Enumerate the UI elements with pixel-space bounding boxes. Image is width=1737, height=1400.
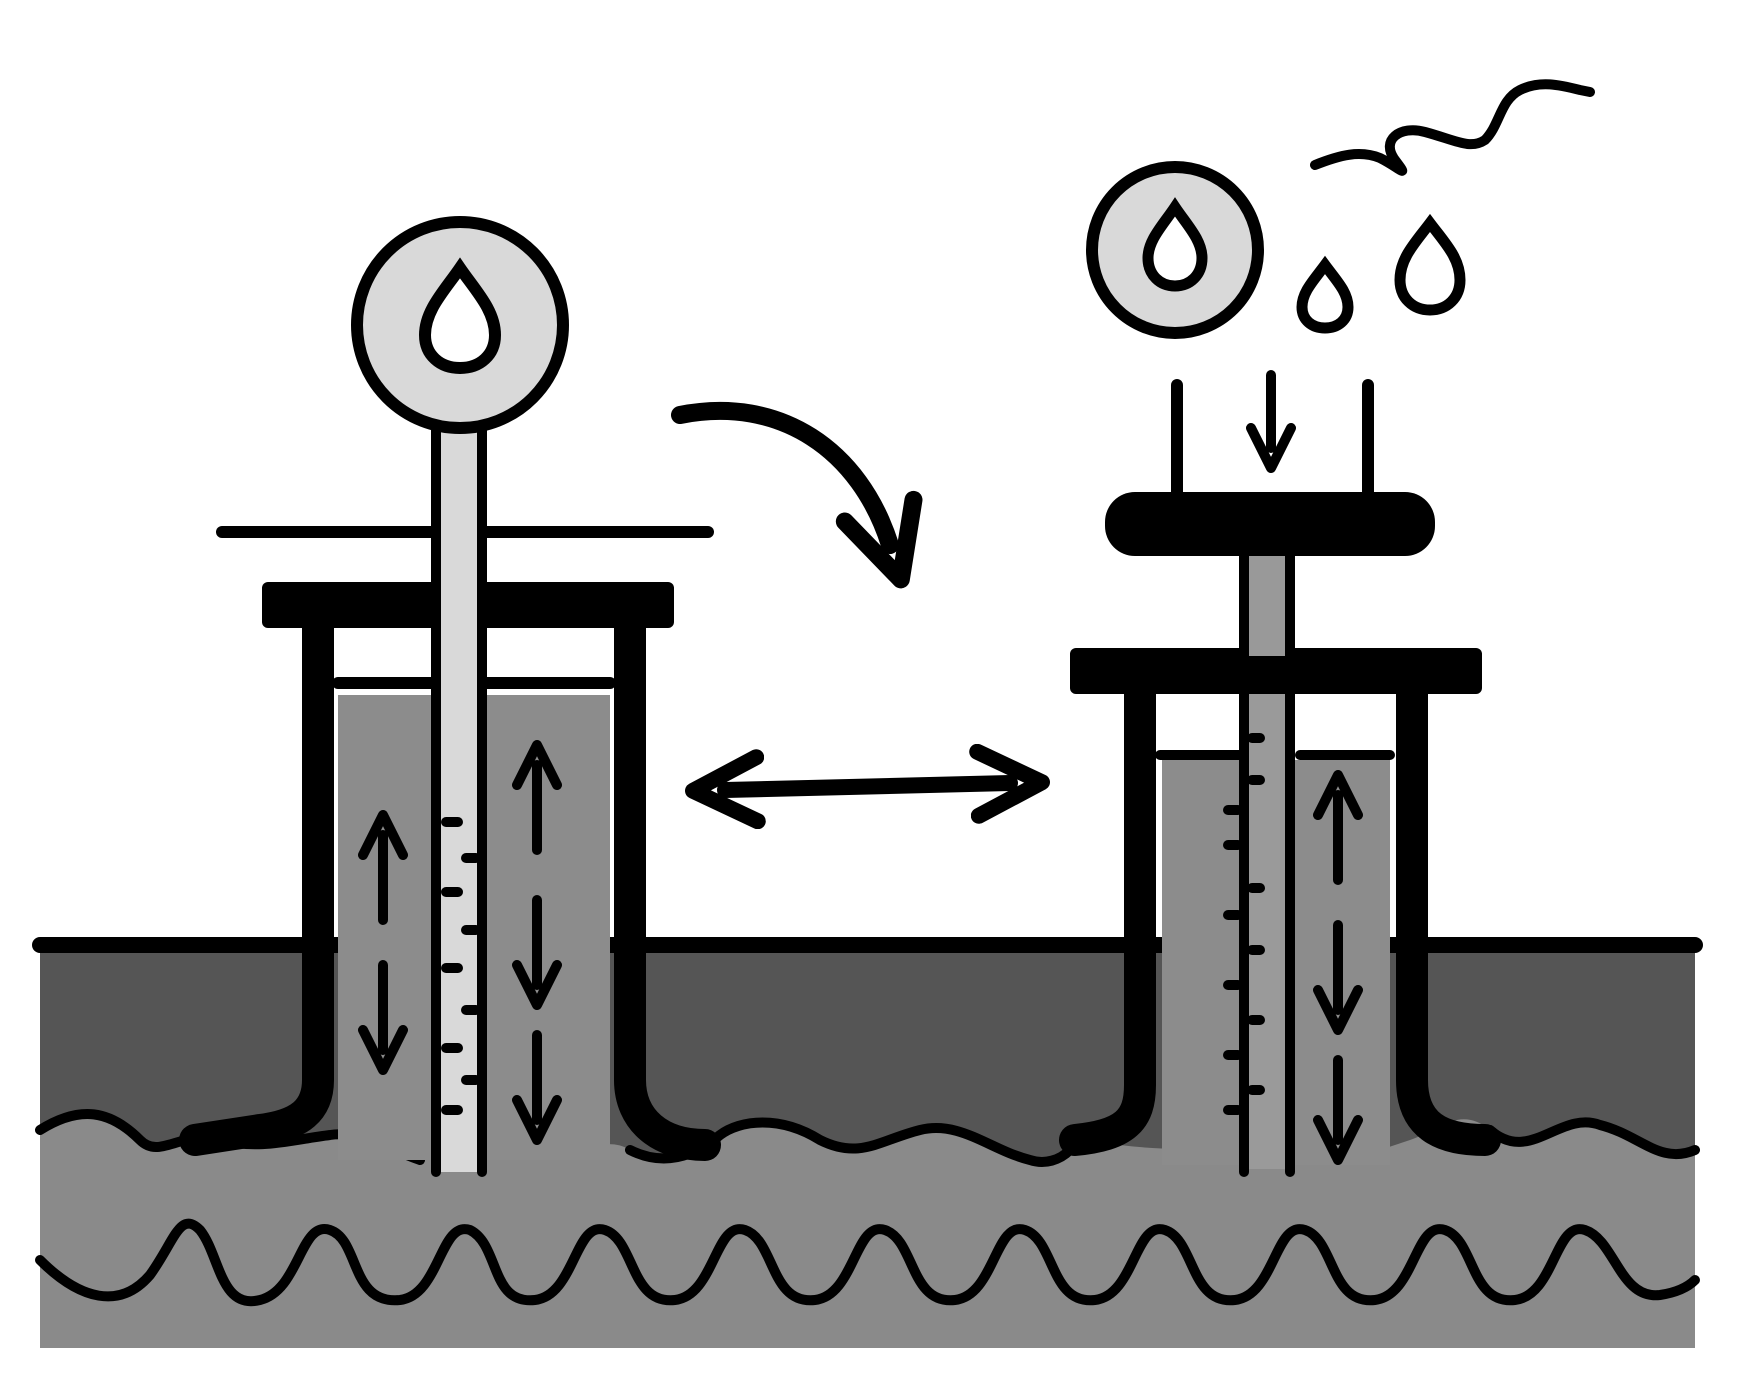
right-well-beam [1105,492,1435,556]
right-well-casing [1059,664,1156,1156]
left-well-pipe [436,420,482,1172]
curved-arrow-icon [671,402,923,589]
aquifer-water-wave [35,1218,1700,1307]
wavy-vapor-icon [1310,79,1595,176]
water-drop-gauge-icon [418,257,502,375]
water-drop-icon [1296,255,1354,334]
left-well-casing-right [614,594,721,1161]
left-well-casing [179,594,334,1156]
left-well-screen-slots [441,817,481,1115]
right-well-cap [1070,648,1482,694]
water-drop-gauge-icon [1142,197,1208,292]
right-well-casing-right [1396,664,1501,1156]
water-drop-icon [1394,213,1466,316]
right-well [1059,79,1595,1177]
transfer-arrows [671,402,1050,830]
right-well-pipe-inner [1249,694,1285,1169]
right-well-pipe [1244,556,1290,656]
right-well-screen-slots [1223,733,1265,1115]
double-headed-arrow-icon [685,743,1050,830]
left-well [179,216,721,1177]
